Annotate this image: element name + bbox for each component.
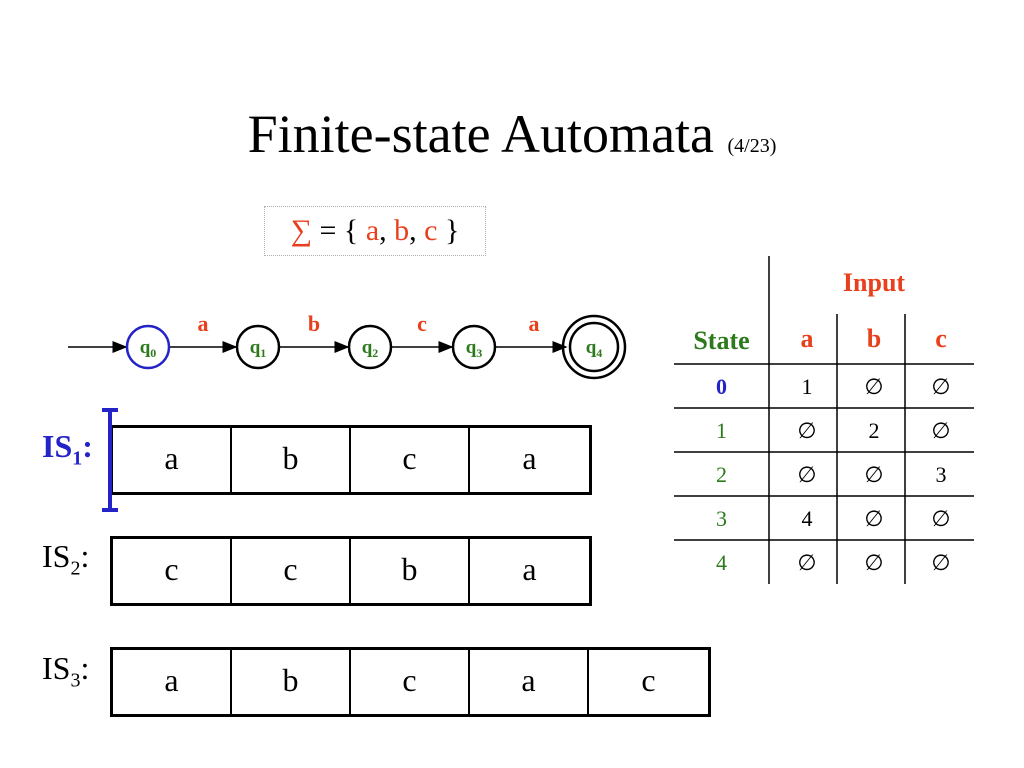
tape-cell: a [522,551,537,587]
input-string-label-3: IS3: [42,650,90,692]
table-state-cell: 1 [716,418,727,443]
tape-cell: a [470,650,589,714]
table-row-cell: 4 [801,506,813,531]
tape-cell: c [351,650,470,714]
tape-cell: b [232,428,351,492]
state-node-q3: q3 [451,324,497,370]
table-row-cell: ∅ [864,374,884,399]
alphabet-equals: = { [312,214,366,247]
table-row-cell: ∅ [797,462,817,487]
tape-cell: c [113,539,232,603]
table-state-header: State [693,326,750,355]
table-row-cell: 3 [935,462,947,487]
transition-label: b [308,311,320,336]
svg-text:q0: q0 [140,337,157,360]
input-string-label-2: IS2: [42,538,90,580]
table-row-cell: ∅ [864,506,884,531]
table-input-header: Input [842,268,906,297]
state-node-q0: q0 [125,324,171,370]
alphabet-comma: , [379,214,395,247]
title-page-counter: (4/23) [727,135,777,157]
table-state-cell: 2 [716,462,727,487]
table-symbol-header: a [800,324,814,353]
transition-label: a [529,311,540,336]
table-row-cell: ∅ [797,418,817,443]
svg-text:q2: q2 [362,337,379,360]
svg-text:q3: q3 [466,337,483,360]
svg-text:q4: q4 [586,337,603,360]
table-row-cell: ∅ [931,418,951,443]
tape-cell: b [351,539,470,603]
tape-cell: a [113,650,232,714]
tape-cell: a [113,428,232,492]
tape-cell: c [351,428,470,492]
alphabet-definition: ∑ = { a, b, c } [264,206,486,256]
state-node-q4: q4 [561,314,627,380]
alphabet-symbol-b: b [394,214,410,247]
table-symbol-header: c [935,324,947,353]
table-row-cell: ∅ [864,462,884,487]
transition-label: a [198,311,209,336]
state-node-q1: q1 [235,324,281,370]
title-main: Finite-state Automata [247,104,715,164]
tape-cell: c [641,662,656,698]
table-state-cell: 4 [716,550,727,575]
alphabet-close: } [437,214,460,247]
table-row-cell: ∅ [931,374,951,399]
svg-text:q1: q1 [250,337,267,360]
fsa-diagram: a b c a q0 q1 q2 q3 q4 [68,311,627,380]
alphabet-symbol-a: a [365,214,380,247]
input-string-label-1: IS1: [42,428,93,470]
table-row-cell: ∅ [931,506,951,531]
table-state-cell: 0 [716,374,727,399]
table-grid-lines [674,256,974,584]
table-row-cell: ∅ [931,550,951,575]
page-title: Finite-state Automata (4/23) [0,102,1024,178]
table-row-cell: 2 [868,418,880,443]
sigma-symbol: ∑ [290,214,312,247]
alphabet-comma: , [409,214,425,247]
transition-label: c [417,311,427,336]
tape-cell: b [232,650,351,714]
table-state-cell: 3 [716,506,727,531]
is1-highlight-bracket [102,408,118,512]
tape-cell: a [522,440,537,476]
state-node-q2: q2 [347,324,393,370]
alphabet-symbol-c: c [424,214,438,247]
table-symbol-header: b [866,324,882,353]
table-row-cell: 1 [801,374,813,399]
table-row-cell: ∅ [797,550,817,575]
tape-cell: c [232,539,351,603]
table-row-cell: ∅ [864,550,884,575]
